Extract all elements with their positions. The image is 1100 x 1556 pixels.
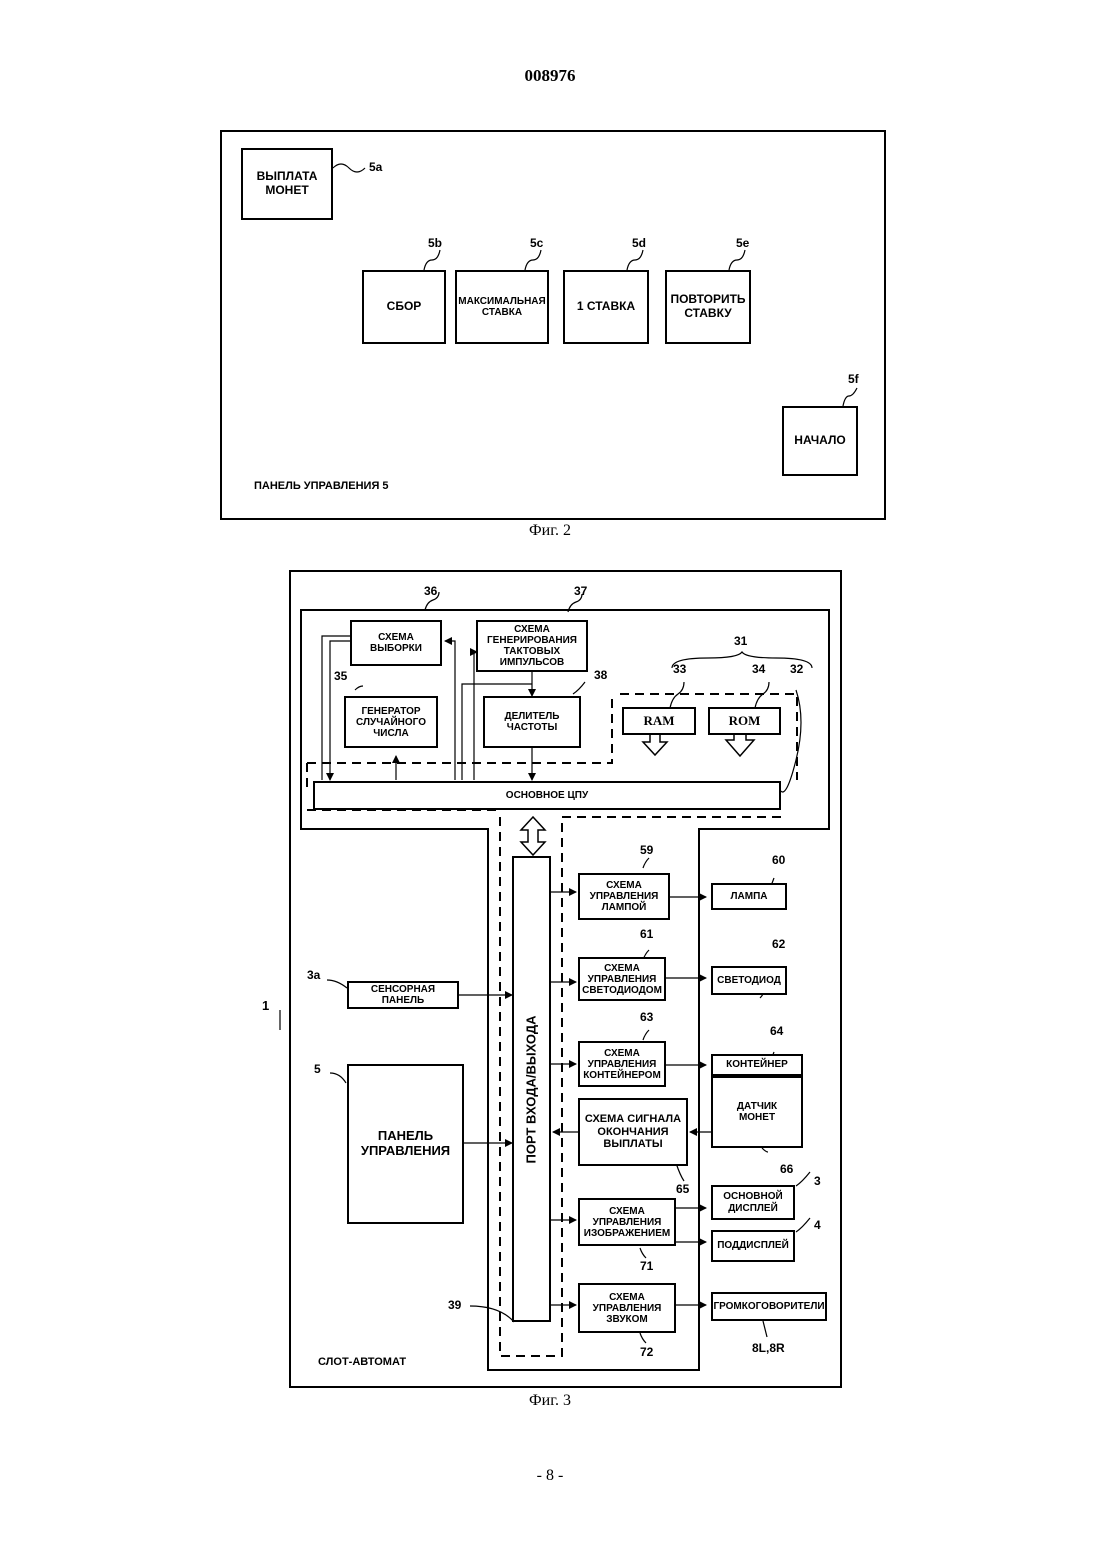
image-control-block: СХЕМА УПРАВЛЕНИЯ ИЗОБРАЖЕНИЕМ bbox=[578, 1198, 676, 1246]
sampling-circuit-block: СХЕМА ВЫБОРКИ bbox=[350, 620, 442, 666]
ref-66: 66 bbox=[780, 1162, 793, 1176]
ref-4: 4 bbox=[814, 1218, 821, 1232]
led-label: СВЕТОДИОД bbox=[717, 975, 781, 987]
coin-sensor-label: ДАТЧИК МОНЕТ bbox=[737, 1101, 777, 1124]
ref-59: 59 bbox=[640, 843, 653, 857]
ref-71: 71 bbox=[640, 1259, 653, 1273]
lamp-label: ЛАМПА bbox=[731, 891, 768, 903]
ref-1: 1 bbox=[262, 998, 269, 1013]
lamp-control-block: СХЕМА УПРАВЛЕНИЯ ЛАМПОЙ bbox=[578, 873, 670, 920]
sampling-circuit-label: СХЕМА ВЫБОРКИ bbox=[370, 632, 422, 655]
ref-64: 64 bbox=[770, 1024, 783, 1038]
slot-machine-label: СЛОТ-АВТОМАТ bbox=[318, 1356, 406, 1368]
ref-39: 39 bbox=[448, 1298, 461, 1312]
ref-3a: 3a bbox=[307, 968, 320, 982]
sub-display-label: ПОДДИСПЛЕЙ bbox=[717, 1240, 789, 1252]
main-cpu-block: ОСНОВНОЕ ЦПУ bbox=[313, 781, 781, 810]
rng-label: ГЕНЕРАТОР СЛУЧАЙНОГО ЧИСЛА bbox=[356, 706, 426, 739]
frequency-divider-label: ДЕЛИТЕЛЬ ЧАСТОТЫ bbox=[505, 711, 560, 734]
ref-60: 60 bbox=[772, 853, 785, 867]
payout-end-signal-label: СХЕМА СИГНАЛА ОКОНЧАНИЯ ВЫПЛАТЫ bbox=[585, 1113, 681, 1151]
sound-control-label: СХЕМА УПРАВЛЕНИЯ ЗВУКОМ bbox=[593, 1292, 662, 1325]
image-control-label: СХЕМА УПРАВЛЕНИЯ ИЗОБРАЖЕНИЕМ bbox=[584, 1206, 670, 1239]
ref-37: 37 bbox=[574, 584, 587, 598]
led-control-block: СХЕМА УПРАВЛЕНИЯ СВЕТОДИОДОМ bbox=[578, 957, 666, 1001]
rng-block: ГЕНЕРАТОР СЛУЧАЙНОГО ЧИСЛА bbox=[344, 696, 438, 748]
ref-36: 36 bbox=[424, 584, 437, 598]
touch-panel-block: СЕНСОРНАЯ ПАНЕЛЬ bbox=[347, 981, 459, 1009]
ref-72: 72 bbox=[640, 1345, 653, 1359]
rom-label: ROM bbox=[729, 714, 761, 729]
sound-control-block: СХЕМА УПРАВЛЕНИЯ ЗВУКОМ bbox=[578, 1283, 676, 1333]
hopper-label: КОНТЕЙНЕР bbox=[726, 1059, 788, 1071]
ref-38: 38 bbox=[594, 668, 607, 682]
led-control-label: СХЕМА УПРАВЛЕНИЯ СВЕТОДИОДОМ bbox=[582, 963, 662, 996]
frequency-divider-block: ДЕЛИТЕЛЬ ЧАСТОТЫ bbox=[483, 696, 581, 748]
payout-end-signal-block: СХЕМА СИГНАЛА ОКОНЧАНИЯ ВЫПЛАТЫ bbox=[578, 1098, 688, 1166]
hopper-control-label: СХЕМА УПРАВЛЕНИЯ КОНТЕЙНЕРОМ bbox=[583, 1048, 661, 1081]
main-display-block: ОСНОВНОЙ ДИСПЛЕЙ bbox=[711, 1185, 795, 1220]
ram-block: RAM bbox=[622, 707, 696, 735]
hopper-block: КОНТЕЙНЕР bbox=[711, 1054, 803, 1076]
speakers-label: ГРОМКОГОВОРИТЕЛИ bbox=[713, 1301, 824, 1313]
ref-33: 33 bbox=[673, 662, 686, 676]
ram-label: RAM bbox=[643, 714, 674, 729]
ref-35: 35 bbox=[334, 669, 347, 683]
ref-62: 62 bbox=[772, 937, 785, 951]
rom-block: ROM bbox=[708, 707, 781, 735]
ref-31: 31 bbox=[734, 634, 747, 648]
io-port-block: ПОРТ ВХОДА/ВЫХОДА bbox=[512, 856, 551, 1322]
lamp-control-label: СХЕМА УПРАВЛЕНИЯ ЛАМПОЙ bbox=[590, 880, 659, 913]
control-panel-block: ПАНЕЛЬ УПРАВЛЕНИЯ bbox=[347, 1064, 464, 1224]
ref-3: 3 bbox=[814, 1174, 821, 1188]
ref-63: 63 bbox=[640, 1010, 653, 1024]
led-block: СВЕТОДИОД bbox=[711, 966, 787, 995]
io-port-label: ПОРТ ВХОДА/ВЫХОДА bbox=[524, 1015, 539, 1163]
ref-5: 5 bbox=[314, 1062, 321, 1076]
ref-32: 32 bbox=[790, 662, 803, 676]
ref-8l-8r: 8L,8R bbox=[752, 1341, 785, 1355]
ref-61: 61 bbox=[640, 927, 653, 941]
sub-display-block: ПОДДИСПЛЕЙ bbox=[711, 1230, 795, 1262]
clock-generator-block: СХЕМА ГЕНЕРИРОВАНИЯ ТАКТОВЫХ ИМПУЛЬСОВ bbox=[476, 620, 588, 672]
speakers-block: ГРОМКОГОВОРИТЕЛИ bbox=[711, 1292, 827, 1321]
main-display-label: ОСНОВНОЙ ДИСПЛЕЙ bbox=[723, 1191, 782, 1214]
coin-sensor-block: ДАТЧИК МОНЕТ bbox=[711, 1076, 803, 1148]
page-number: - 8 - bbox=[0, 1467, 1100, 1485]
ref-34: 34 bbox=[752, 662, 765, 676]
clock-generator-label: СХЕМА ГЕНЕРИРОВАНИЯ ТАКТОВЫХ ИМПУЛЬСОВ bbox=[487, 624, 577, 668]
hopper-control-block: СХЕМА УПРАВЛЕНИЯ КОНТЕЙНЕРОМ bbox=[578, 1041, 666, 1087]
touch-panel-label: СЕНСОРНАЯ ПАНЕЛЬ bbox=[371, 984, 435, 1007]
main-cpu-label: ОСНОВНОЕ ЦПУ bbox=[506, 790, 588, 802]
ref-65: 65 bbox=[676, 1182, 689, 1196]
lamp-block: ЛАМПА bbox=[711, 883, 787, 910]
control-panel-block-label: ПАНЕЛЬ УПРАВЛЕНИЯ bbox=[361, 1129, 450, 1159]
fig3-caption: Фиг. 3 bbox=[0, 1392, 1100, 1410]
